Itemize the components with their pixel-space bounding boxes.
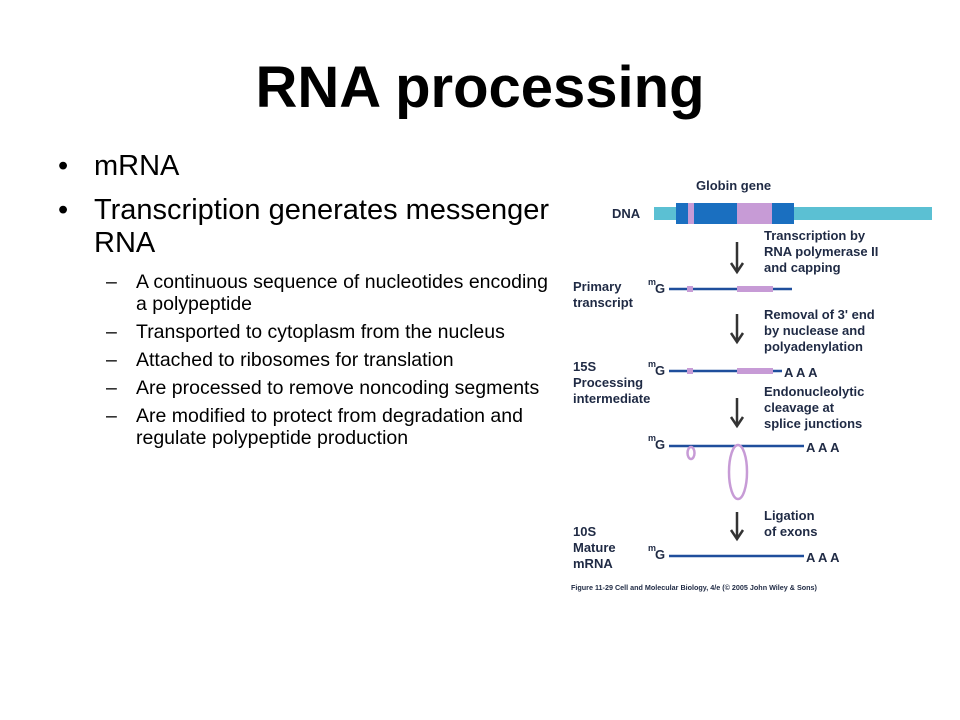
bullet-text: mRNA (94, 150, 180, 182)
bullet-item: • Transcription generates messenger RNA (58, 194, 558, 260)
step2-line2: by nuclease and (764, 323, 865, 338)
sub-bullet-marker: – (106, 349, 117, 371)
sub-bullet-text: Are modified to protect from degradation… (136, 405, 523, 449)
sub-bullet-item: – Are processed to remove noncoding segm… (58, 377, 558, 399)
step-arrow (729, 398, 745, 429)
mature-label-2: Mature (573, 540, 616, 555)
poly-a-tail: A A A (806, 440, 840, 455)
sub-bullet-marker: – (106, 321, 117, 343)
sub-bullet-item: – A continuous sequence of nucleotides e… (58, 271, 558, 315)
sub-bullet-text: Transported to cytoplasm from the nucleu… (136, 321, 505, 343)
step1-line1: Transcription by (764, 228, 866, 243)
cap-g: G (655, 547, 665, 562)
poly-a-tail: A A A (806, 550, 840, 565)
intermediate-intron-large (737, 368, 773, 374)
step3-line1: Endonucleolytic (764, 384, 864, 399)
figure-caption: Figure 11-29 Cell and Molecular Biology,… (571, 583, 818, 592)
sub-bullet-text: Are processed to remove noncoding segmen… (136, 377, 540, 399)
gene-intron-large (737, 203, 772, 224)
primary-intron-large (737, 286, 773, 292)
gene-label: Globin gene (696, 178, 771, 193)
bullet-marker: • (58, 194, 69, 226)
sub-bullet-item: – Are modified to protect from degradati… (58, 405, 558, 449)
step-arrow (729, 512, 745, 542)
cap-m: m (648, 433, 656, 443)
cap-g: G (655, 363, 665, 378)
sub-bullet-marker: – (106, 271, 117, 293)
mature-label-1: 10S (573, 524, 596, 539)
sub-bullet-marker: – (106, 377, 117, 399)
large-intron-lariat (727, 443, 749, 501)
cap-g: G (655, 437, 665, 452)
bullet-list: • mRNA • Transcription generates messeng… (58, 150, 558, 455)
cap-g: G (655, 281, 665, 296)
step3-line2: cleavage at (764, 400, 835, 415)
intermediate-intron-small (687, 368, 693, 374)
step4-line2: of exons (764, 524, 817, 539)
step2-line1: Removal of 3' end (764, 307, 875, 322)
cap-m: m (648, 277, 656, 287)
intermediate-label-1: 15S (573, 359, 596, 374)
small-intron-lariat (686, 445, 696, 461)
sub-bullet-item: – Transported to cytoplasm from the nucl… (58, 321, 558, 343)
sub-bullet-item: – Attached to ribosomes for translation (58, 349, 558, 371)
rna-processing-figure: Globin gene DNA Transcription by RNA pol… (560, 170, 940, 600)
sub-bullet-marker: – (106, 405, 117, 427)
bullet-marker: • (58, 150, 69, 182)
step1-line3: and capping (764, 260, 841, 275)
cap-m: m (648, 359, 656, 369)
step3-line3: splice junctions (764, 416, 862, 431)
slide-title: RNA processing (255, 55, 705, 120)
intermediate-label-3: intermediate (573, 391, 650, 406)
bullet-item: • mRNA (58, 150, 558, 183)
primary-label-2: transcript (573, 295, 634, 310)
bullet-text: Transcription generates messenger RNA (94, 194, 550, 259)
primary-label-1: Primary (573, 279, 622, 294)
rna-processing-diagram: Globin gene DNA Transcription by RNA pol… (571, 178, 932, 592)
sub-bullet-text: Attached to ribosomes for translation (136, 349, 454, 371)
primary-intron-small (687, 286, 693, 292)
step2-line3: polyadenylation (764, 339, 863, 354)
intermediate-label-2: Processing (573, 375, 643, 390)
sub-bullet-text: A continuous sequence of nucleotides enc… (136, 271, 548, 315)
gene-intron-small (688, 203, 694, 224)
step-arrow (729, 314, 745, 345)
mature-label-3: mRNA (573, 556, 613, 571)
step-arrow (729, 242, 745, 275)
cap-m: m (648, 543, 656, 553)
step4-line1: Ligation (764, 508, 815, 523)
step1-line2: RNA polymerase II (764, 244, 878, 259)
dna-label: DNA (612, 206, 641, 221)
poly-a-tail: A A A (784, 365, 818, 380)
